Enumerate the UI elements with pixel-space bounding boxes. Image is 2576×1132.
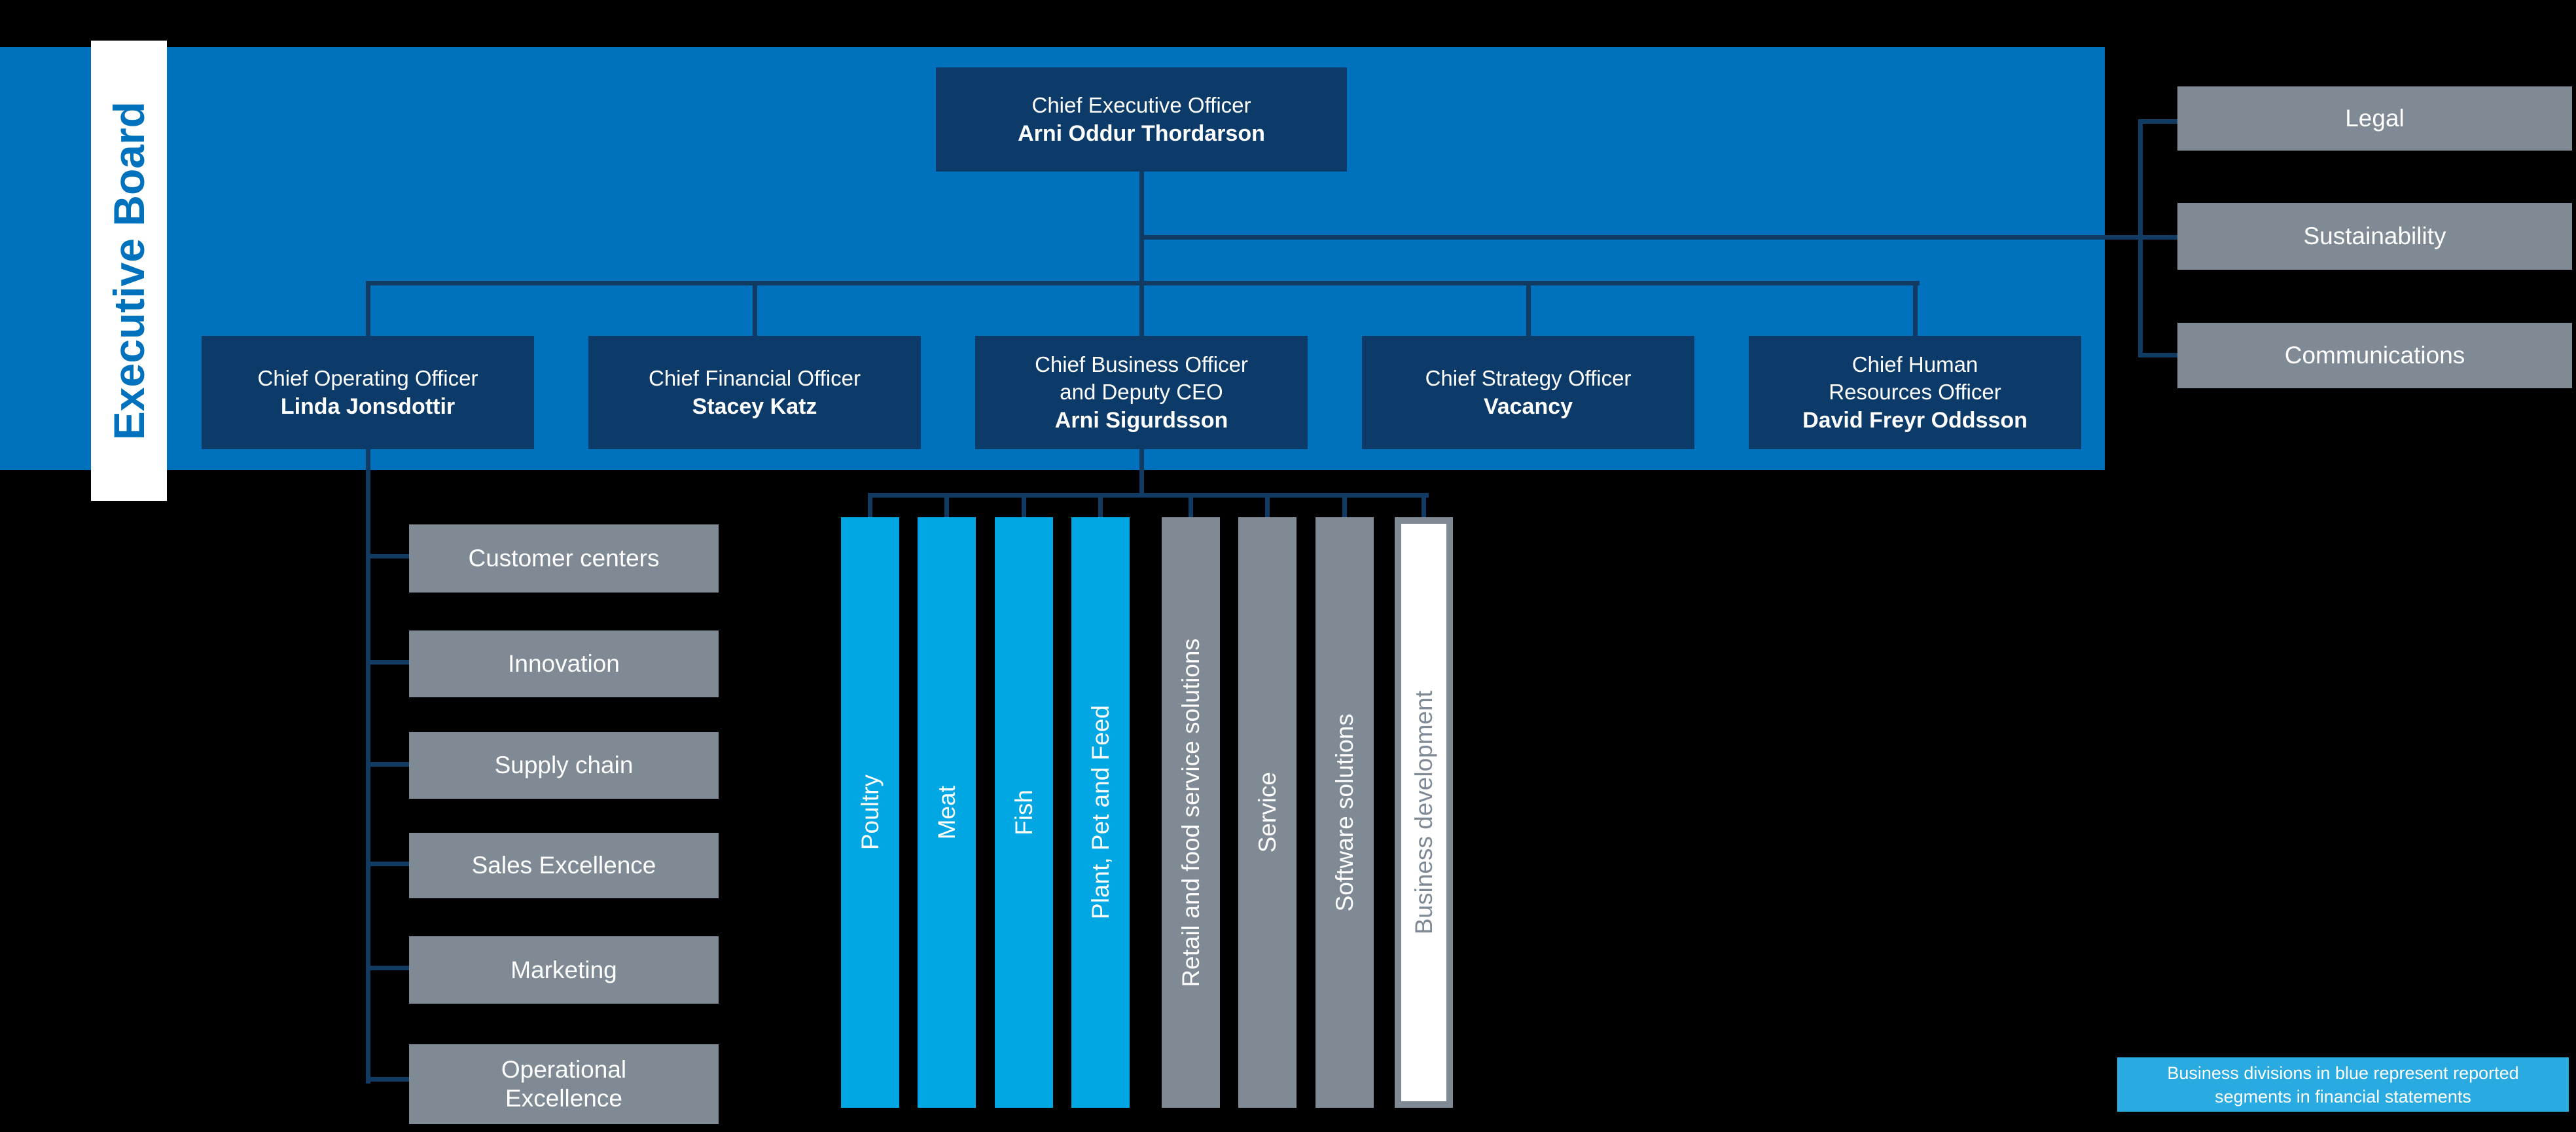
- officer-name: Linda Jonsdottir: [280, 393, 456, 419]
- connector-line: [753, 281, 757, 336]
- division-label: Business development: [1410, 690, 1437, 935]
- officer-box-coo: Chief Operating Officer Linda Jonsdottir: [202, 336, 534, 449]
- connector-line: [1422, 493, 1426, 517]
- division-bar-service: Service: [1238, 517, 1297, 1108]
- staff-function-legal: Legal: [2177, 86, 2572, 151]
- staff-function-communications: Communications: [2177, 323, 2572, 388]
- connector-line: [1022, 493, 1026, 517]
- officer-title: Chief Operating Officer: [257, 365, 478, 390]
- executive-board-label-text: Executive Board: [105, 101, 153, 441]
- legend-note: Business divisions in blue represent rep…: [2117, 1057, 2569, 1112]
- division-label: Meat: [933, 785, 960, 840]
- division-label: Software solutions: [1331, 713, 1358, 912]
- connector-line: [1913, 281, 1918, 336]
- staff-function-sustainability: Sustainability: [2177, 203, 2572, 270]
- connector-line: [366, 1077, 412, 1082]
- connector-line: [368, 281, 1920, 285]
- connector-line: [2138, 353, 2182, 357]
- connector-line: [366, 554, 412, 558]
- ceo-title: Chief Executive Officer: [1031, 92, 1251, 117]
- division-label: Service: [1253, 772, 1281, 853]
- officer-box-cbo: Chief Business Officer and Deputy CEO Ar…: [975, 336, 1308, 449]
- connector-line: [1139, 449, 1144, 498]
- division-bar-poultry: Poultry: [841, 517, 899, 1108]
- coo-unit-marketing: Marketing: [409, 936, 719, 1004]
- division-bar-retail-food-service: Retail and food service solutions: [1162, 517, 1220, 1108]
- division-bar-software-solutions: Software solutions: [1315, 517, 1374, 1108]
- officer-name: Vacancy: [1483, 393, 1573, 419]
- division-label: Fish: [1010, 790, 1037, 835]
- ceo-name: Arni Oddur Thordarson: [1018, 120, 1265, 146]
- coo-unit-customer-centers: Customer centers: [409, 524, 719, 593]
- division-bar-fish: Fish: [995, 517, 1053, 1108]
- connector-line: [366, 966, 412, 970]
- executive-board-label: Executive Board: [91, 41, 167, 501]
- connector-line: [366, 660, 412, 665]
- division-bar-plant-pet-feed: Plant, Pet and Feed: [1071, 517, 1130, 1108]
- officer-name: Stacey Katz: [692, 393, 817, 419]
- connector-line: [1139, 172, 1144, 336]
- officer-name: Arni Sigurdsson: [1054, 407, 1228, 433]
- connector-line: [868, 493, 872, 517]
- connector-line: [868, 493, 1429, 498]
- connector-line: [944, 493, 949, 517]
- coo-unit-supply-chain: Supply chain: [409, 732, 719, 799]
- officer-title: Chief Human Resources Officer: [1829, 352, 2001, 404]
- division-label: Poultry: [856, 775, 884, 850]
- officer-box-cfo: Chief Financial Officer Stacey Katz: [588, 336, 921, 449]
- officer-title: Chief Business Officer and Deputy CEO: [1035, 352, 1248, 404]
- officer-box-cso: Chief Strategy Officer Vacancy: [1362, 336, 1694, 449]
- connector-line: [1265, 493, 1270, 517]
- coo-unit-innovation: Innovation: [409, 630, 719, 697]
- connector-line: [366, 862, 412, 866]
- connector-line: [1139, 235, 2182, 240]
- officer-title: Chief Strategy Officer: [1425, 365, 1632, 390]
- connector-line: [2138, 119, 2182, 124]
- connector-line: [366, 281, 370, 336]
- division-bar-meat: Meat: [918, 517, 976, 1108]
- division-bar-business-development: Business development: [1395, 517, 1453, 1108]
- connector-line: [2138, 119, 2143, 357]
- connector-line: [366, 762, 412, 767]
- officer-title: Chief Financial Officer: [648, 365, 861, 390]
- ceo-box: Chief Executive Officer Arni Oddur Thord…: [936, 67, 1347, 172]
- connector-line: [1189, 493, 1193, 517]
- coo-unit-operational-excellence: Operational Excellence: [409, 1044, 719, 1124]
- officer-name: David Freyr Oddsson: [1802, 407, 2028, 433]
- officer-box-chro: Chief Human Resources Officer David Frey…: [1749, 336, 2081, 449]
- coo-unit-sales-excellence: Sales Excellence: [409, 833, 719, 898]
- division-label: Plant, Pet and Feed: [1086, 705, 1114, 920]
- division-label: Retail and food service solutions: [1177, 638, 1204, 987]
- connector-line: [1342, 493, 1347, 517]
- connector-line: [1098, 493, 1103, 517]
- connector-line: [1526, 281, 1531, 336]
